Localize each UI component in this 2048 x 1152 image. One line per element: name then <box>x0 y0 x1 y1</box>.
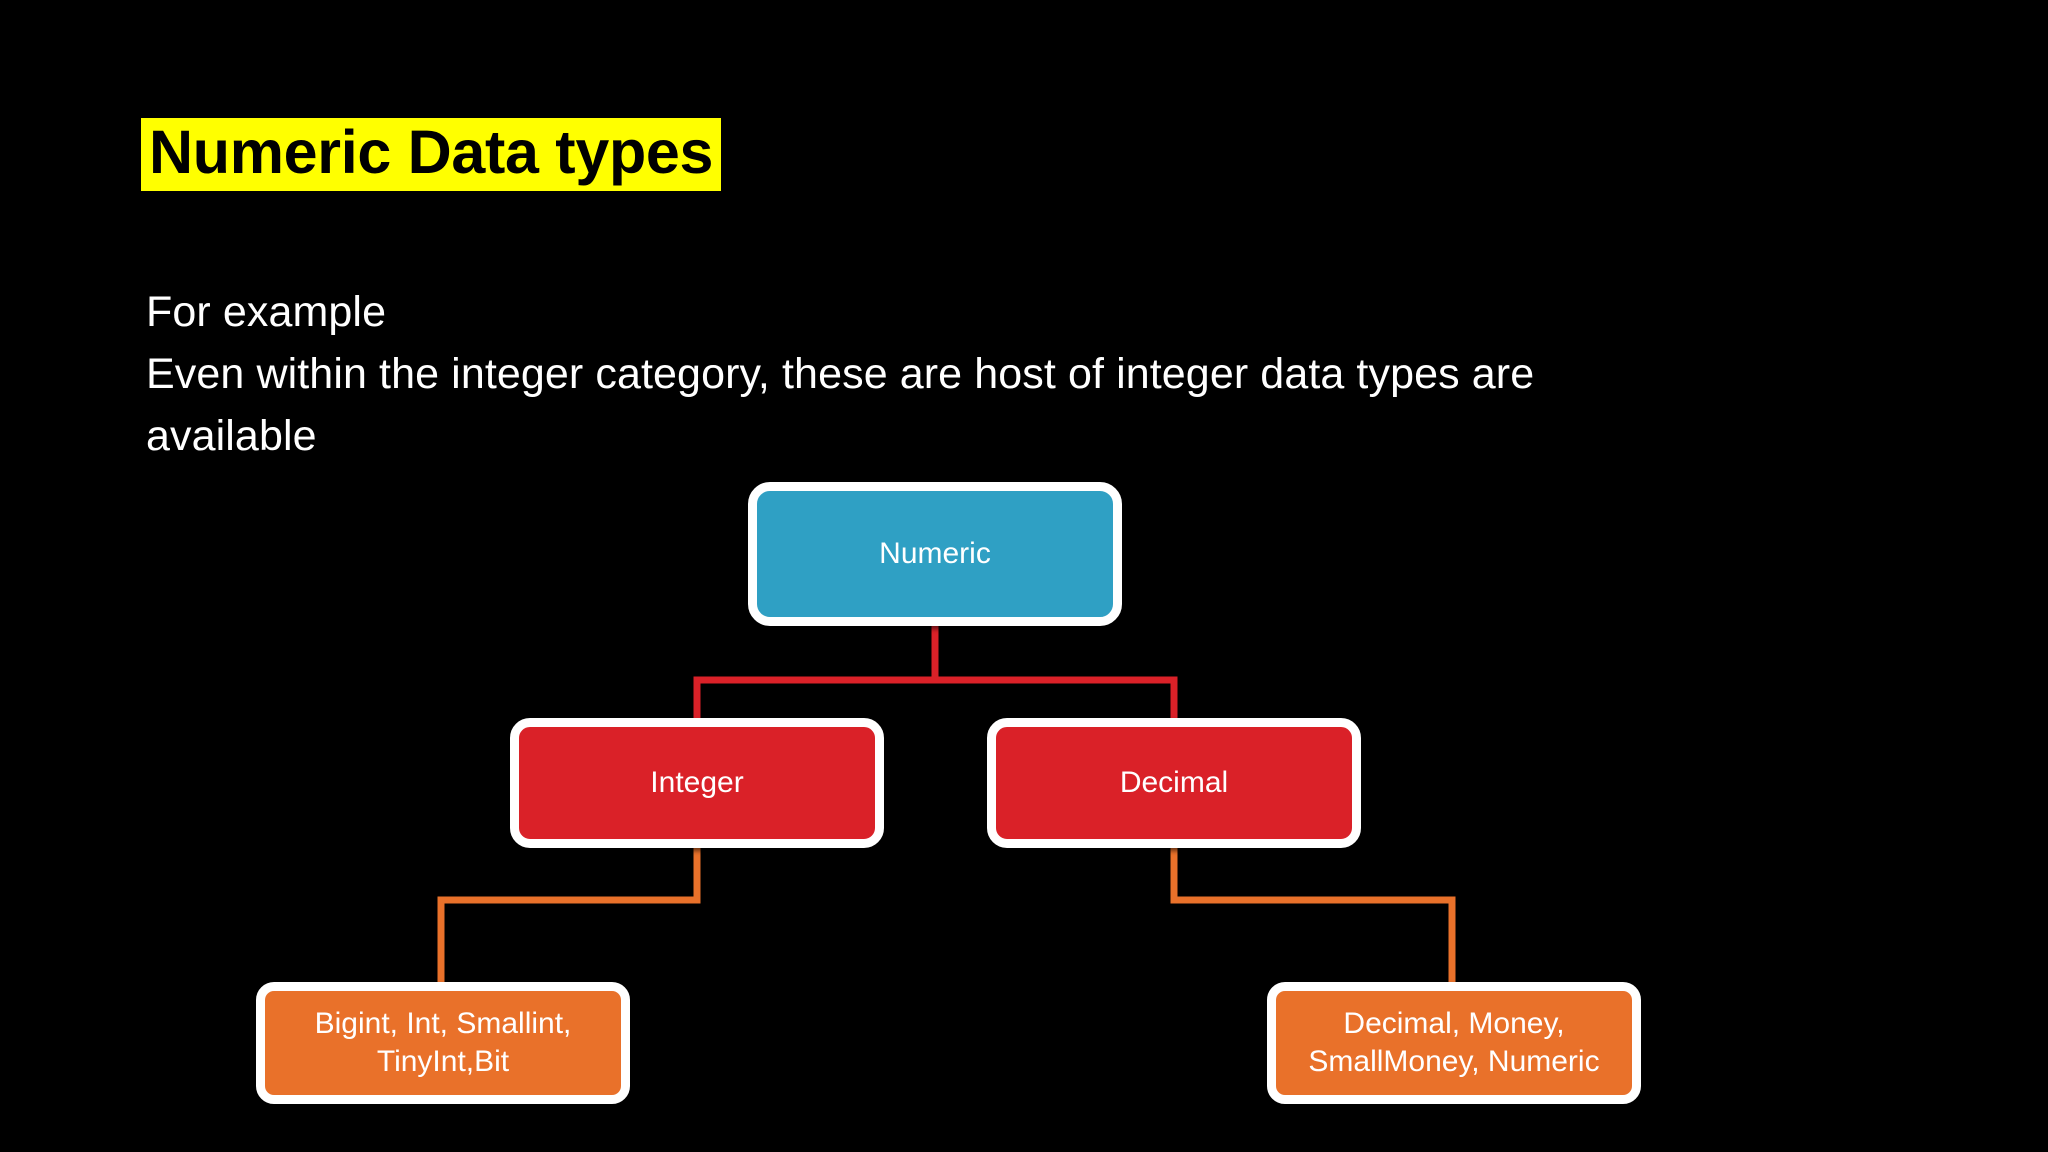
page-title: Numeric Data types <box>141 118 722 192</box>
connector-integer-elbow <box>437 844 701 990</box>
node-integer[interactable]: Integer <box>510 718 884 848</box>
connector-decimal-to-types <box>1170 844 1456 990</box>
node-decimal[interactable]: Decimal <box>987 718 1361 848</box>
node-decimal-types[interactable]: Decimal, Money, SmallMoney, Numeric <box>1267 982 1641 1104</box>
node-numeric-label: Numeric <box>879 537 991 570</box>
node-integer-label: Integer <box>650 766 744 799</box>
connector-integer-to-types <box>437 844 701 990</box>
page-title-text: Numeric Data types <box>141 118 722 192</box>
connector-decimal-elbow <box>1170 844 1456 990</box>
node-decimal-types-line1: Decimal, Money, <box>1343 1007 1565 1040</box>
body-line-1: For example <box>146 288 387 336</box>
node-integer-types[interactable]: Bigint, Int, Smallint, TinyInt,Bit <box>256 982 630 1104</box>
node-decimal-types-line2: SmallMoney, Numeric <box>1308 1045 1600 1078</box>
node-decimal-label: Decimal <box>1119 766 1229 799</box>
body-line-3: available <box>146 412 317 460</box>
body-text-block: For example Even within the integer cate… <box>146 281 1936 467</box>
body-line-2: Even within the integer category, these … <box>146 350 1535 398</box>
node-numeric[interactable]: Numeric <box>748 482 1122 626</box>
node-integer-types-line2: TinyInt,Bit <box>376 1045 510 1078</box>
node-integer-types-label: Bigint, Int, Smallint, TinyInt,Bit <box>265 1005 621 1081</box>
node-decimal-types-label: Decimal, Money, SmallMoney, Numeric <box>1276 1005 1632 1081</box>
node-integer-types-line1: Bigint, Int, Smallint, <box>314 1007 572 1040</box>
connector-root-to-level2 <box>693 622 1178 726</box>
